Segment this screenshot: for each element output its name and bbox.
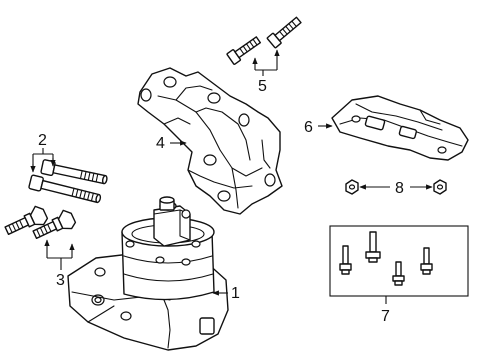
part-5-bolts <box>226 16 302 65</box>
part-7-stud <box>365 231 381 263</box>
leader-lines <box>30 49 433 304</box>
part-8-nuts <box>345 179 447 195</box>
callout-1: 1 <box>231 285 240 302</box>
part-7-stud <box>392 261 405 286</box>
callout-2: 2 <box>38 132 47 149</box>
callout-6: 6 <box>304 119 313 136</box>
callout-4: 4 <box>156 135 165 152</box>
callout-8: 8 <box>395 180 404 197</box>
part-7-box <box>329 225 469 297</box>
part-6-heat-shield <box>331 95 469 161</box>
part-7-stud <box>420 247 433 275</box>
callout-3: 3 <box>56 272 65 289</box>
part-3-bolts <box>4 205 77 240</box>
callout-5: 5 <box>258 78 267 95</box>
callout-7: 7 <box>381 308 390 325</box>
part-4-bracket <box>137 67 283 215</box>
part-1-mount <box>67 196 229 351</box>
part-7-stud <box>339 245 352 275</box>
part-2-bolts <box>28 159 108 204</box>
